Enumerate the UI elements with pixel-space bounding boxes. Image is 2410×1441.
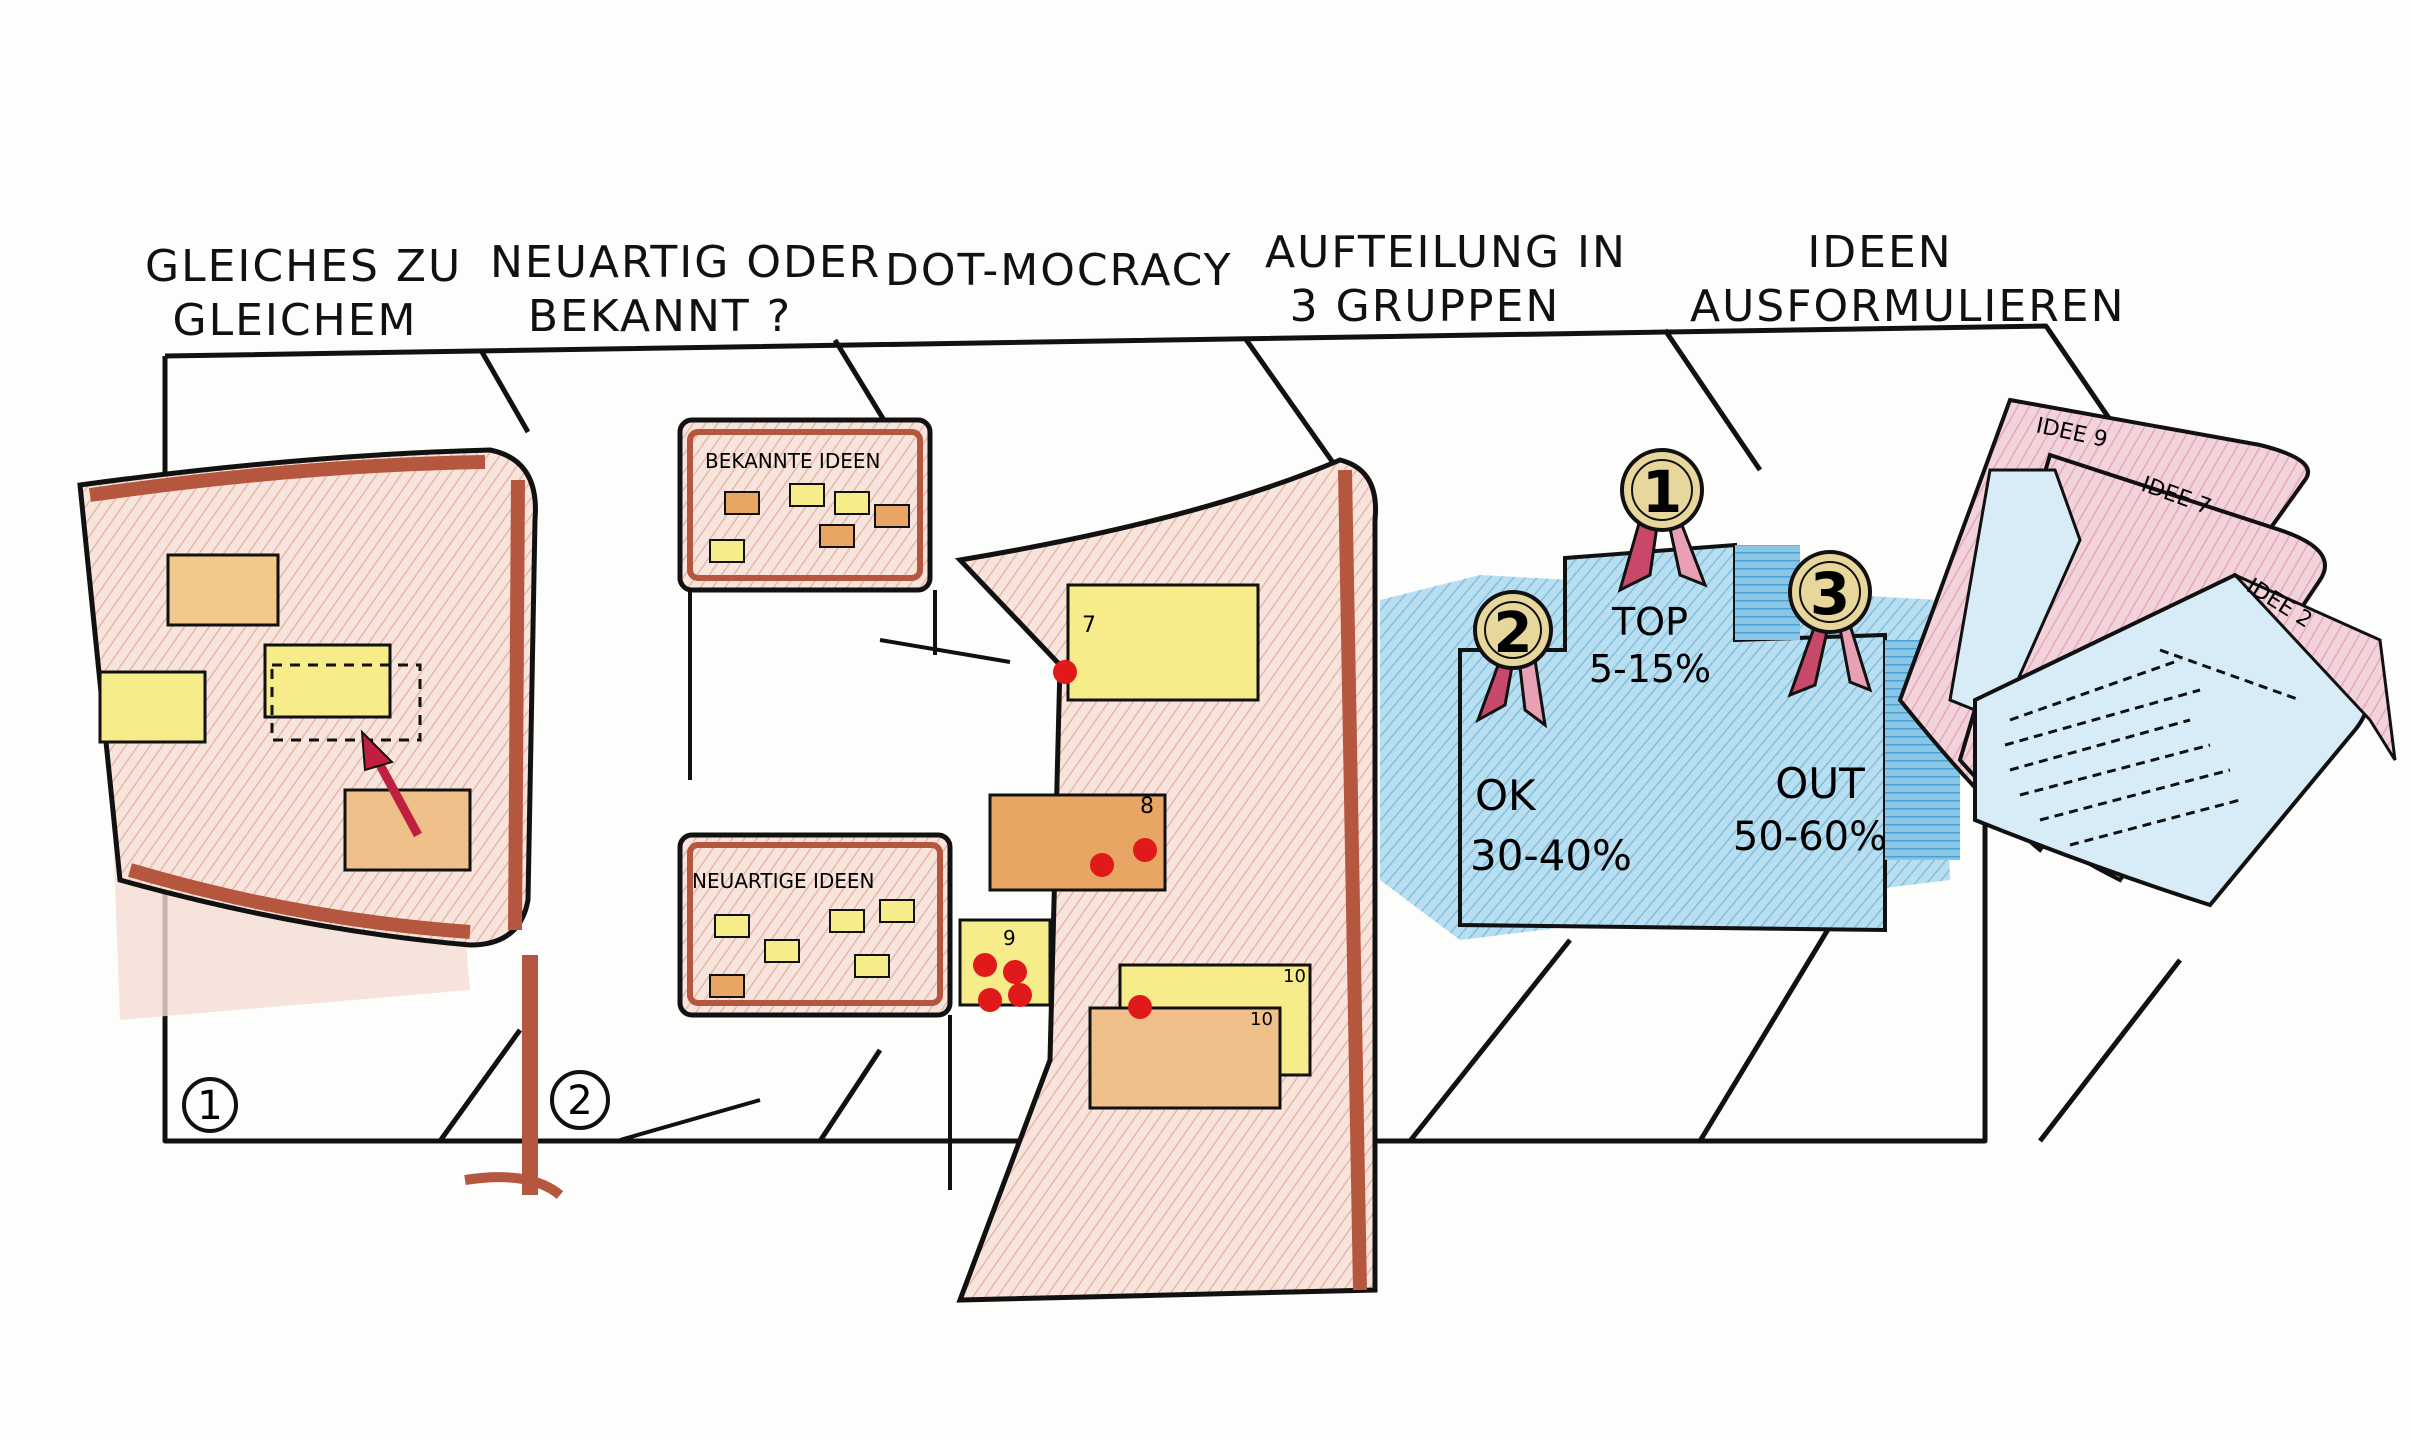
board-step1 [77,447,564,1199]
svg-text:9: 9 [1003,926,1016,950]
sticky-note [343,788,472,872]
step-number-2: 2 [550,1070,610,1130]
sticky-note [263,643,392,719]
board-title-known: BEKANNTE IDEEN [705,449,880,473]
svg-text:7: 7 [1082,613,1096,638]
podium-out-range: 50-60% [1733,814,1887,860]
podium-ok-label: OK [1475,771,1537,820]
svg-text:10: 10 [1283,966,1306,987]
podium-top-range: 5-15% [1589,647,1711,691]
svg-text:2: 2 [567,1078,592,1124]
svg-text:10: 10 [1250,1009,1273,1030]
svg-text:1: 1 [197,1083,222,1129]
podium-top-label: TOP [1611,600,1688,644]
vote-dot [1053,660,1077,684]
step-number-1: 1 [182,1077,238,1133]
board-novel-ideas: NEUARTIGE IDEEN [619,832,953,1190]
note-10b [1088,1006,1282,1110]
note-7 [1066,583,1260,702]
step-heading-3: DOT-MOCRACY [885,245,1233,296]
svg-text:2: 2 [1494,601,1533,666]
board-dotmocracy: 7 8 9 10 10 [954,457,1379,1303]
document-idee-2: IDEE 2 [1973,572,2397,908]
medal-2: 2 [1473,590,1553,729]
svg-text:1: 1 [1642,458,1682,526]
medal-1: 1 [1617,448,1708,593]
svg-text:8: 8 [1140,794,1154,819]
podium-ok-range: 30-40% [1470,831,1632,880]
podium-out-label: OUT [1775,759,1865,808]
sticky-note [98,670,207,744]
dashed-note-outline [270,663,422,742]
sticky-note [166,553,280,627]
board-title-novel: NEUARTIGE IDEEN [692,869,875,893]
medal-3: 3 [1787,550,1873,698]
svg-text:3: 3 [1810,560,1850,628]
board-known-ideas: BEKANNTE IDEEN [677,417,1011,780]
